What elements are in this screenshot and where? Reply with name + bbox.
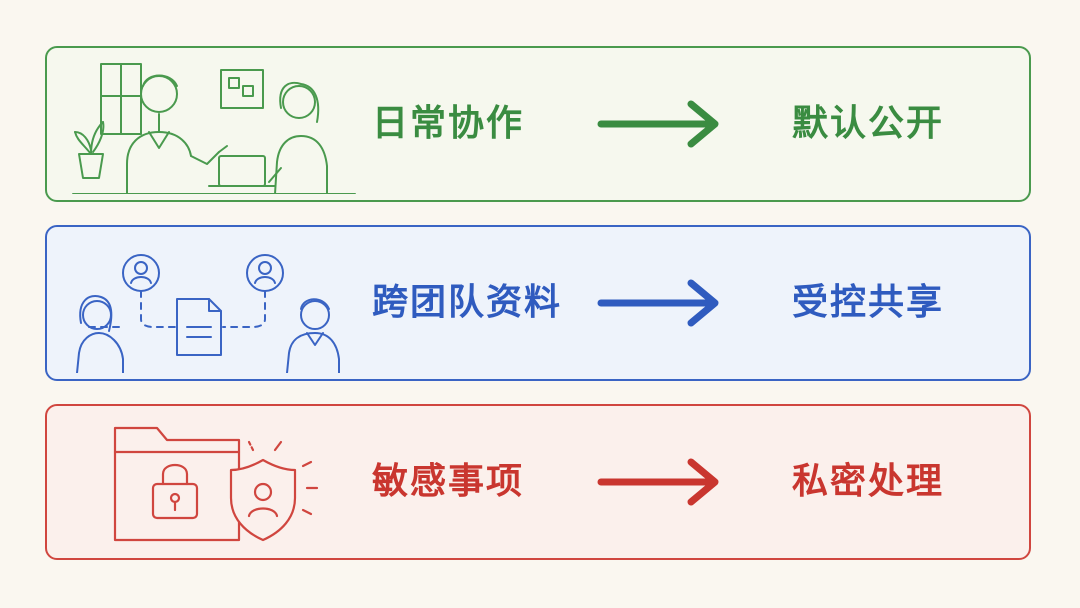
- secure-folder-illustration: [113, 426, 319, 542]
- source-label-sensitive-matters: 敏感事项: [372, 461, 525, 502]
- source-label-cross-team-materials: 跨团队资料: [372, 282, 563, 323]
- target-label-default-public: 默认公开: [792, 103, 945, 144]
- row-sensitive-matters: 敏感事项 私密处理: [45, 404, 1031, 560]
- cross-team-sharing-illustration: [76, 254, 340, 373]
- right-arrow-icon: [597, 279, 719, 327]
- target-label-controlled-sharing: 受控共享: [792, 282, 945, 323]
- row-daily-collaboration: 日常协作 默认公开: [45, 46, 1031, 202]
- right-arrow-icon: [597, 458, 719, 506]
- team-collaboration-illustration: [72, 63, 356, 194]
- right-arrow-icon: [597, 100, 719, 148]
- target-label-private-handling: 私密处理: [792, 461, 945, 502]
- source-label-daily-collaboration: 日常协作: [372, 103, 525, 144]
- row-cross-team-materials: 跨团队资料 受控共享: [45, 225, 1031, 381]
